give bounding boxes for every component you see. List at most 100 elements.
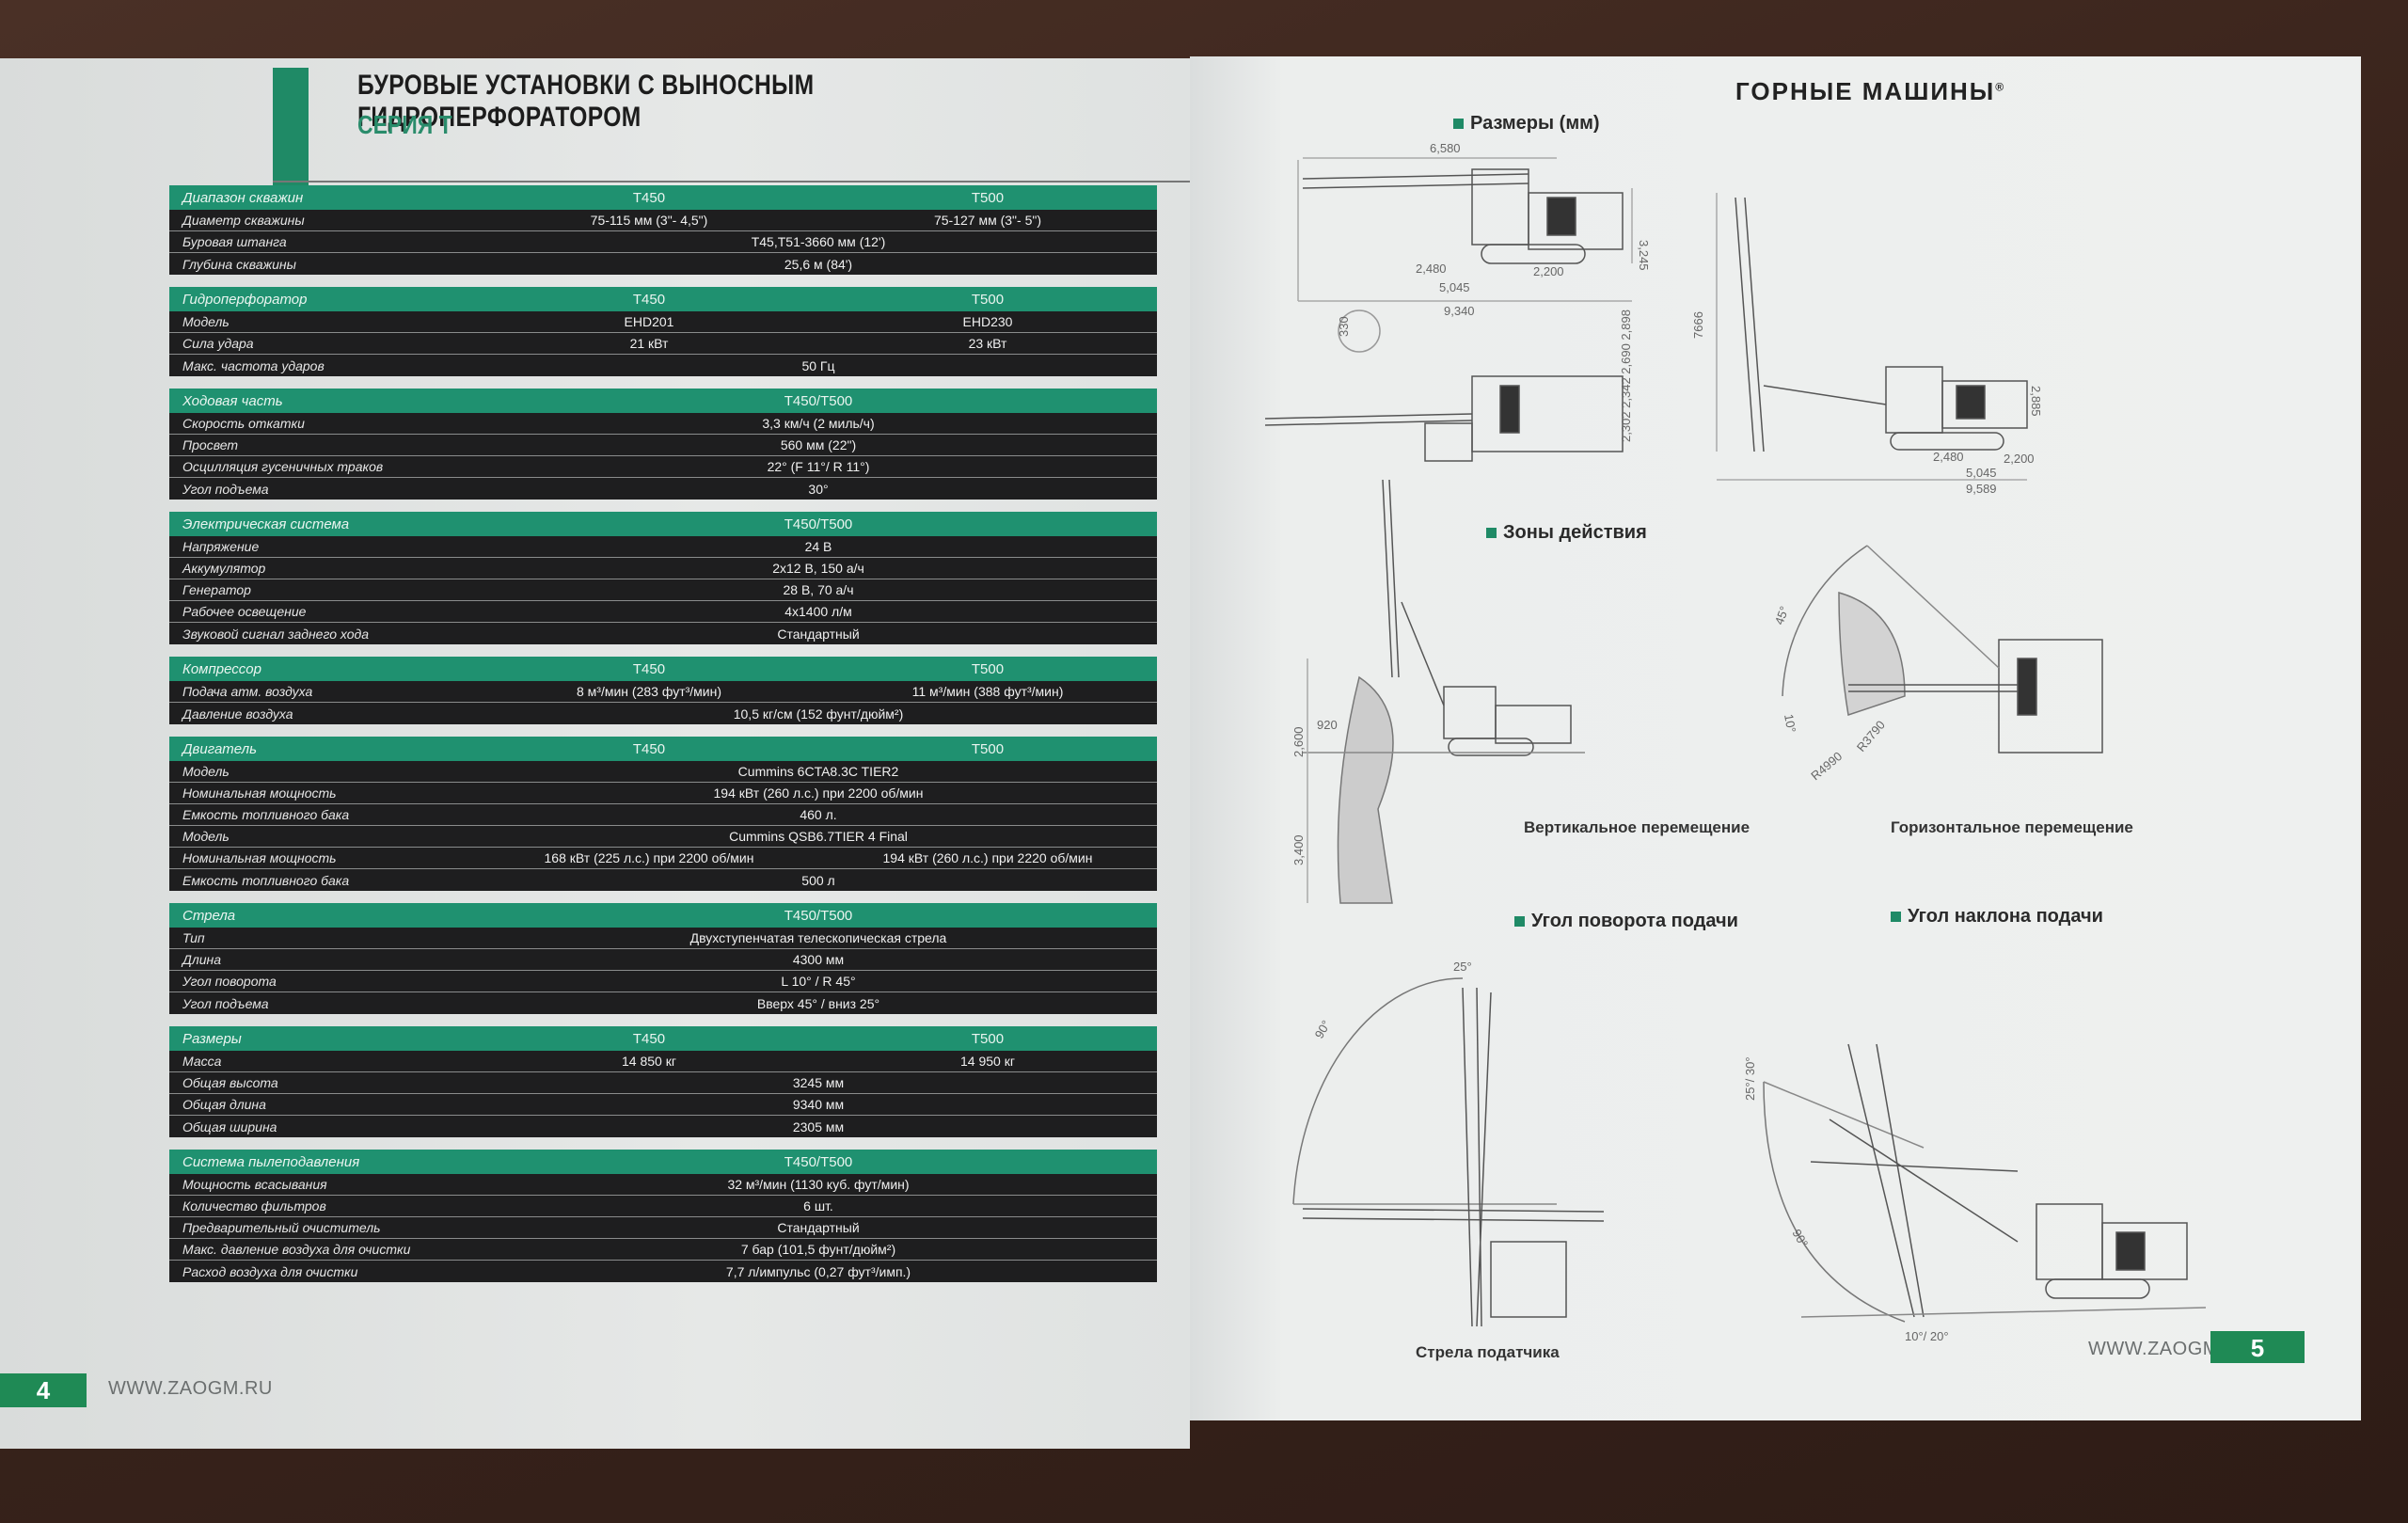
column-header: T500	[971, 189, 1005, 206]
dim-label: 2,480	[1416, 262, 1447, 276]
dim-label: 10°/ 20°	[1905, 1329, 1949, 1343]
spec-value: 30°	[808, 481, 829, 497]
spec-value: 23 кВт	[968, 336, 1007, 351]
spec-label: Осцилляция гусеничных траков	[182, 459, 384, 474]
spec-value: 4x1400 л/м	[784, 604, 852, 619]
spec-value: 2x12 В, 150 а/ч	[772, 561, 864, 576]
dim-label: 25°	[1453, 960, 1472, 974]
spec-value: 22° (F 11°/ R 11°)	[767, 459, 870, 474]
section-title: Размеры	[182, 1030, 242, 1047]
page-number: 4	[0, 1373, 87, 1407]
spec-value: 8 м³/мин (283 фут³/мин)	[577, 684, 721, 699]
spec-value: 194 кВт (260 л.с.) при 2220 об/мин	[882, 850, 1093, 865]
spec-label: Предварительный очиститель	[182, 1220, 381, 1235]
caption-horizontal: Горизонтальное перемещение	[1891, 818, 2133, 836]
swing-angle-drawing	[1292, 977, 1605, 1327]
spec-value: Стандартный	[777, 1220, 860, 1235]
tilt-angle-drawing	[1763, 1043, 2207, 1323]
bullet-square-icon	[1486, 528, 1497, 538]
spec-label: Модель	[182, 314, 230, 329]
page-number: 5	[2210, 1331, 2305, 1363]
column-header: T450	[632, 189, 666, 206]
column-header: T450	[632, 740, 666, 757]
heading-text: Угол поворота подачи	[1531, 911, 1738, 931]
column-header: T500	[971, 291, 1005, 308]
spec-value: 14 950 кг	[960, 1054, 1015, 1069]
spec-label: Общая длина	[182, 1097, 266, 1112]
spec-row: Тип Двухступенчатая телескопическая стрел…	[169, 928, 1157, 949]
caption-boom: Стрела податчика	[1416, 1343, 1560, 1361]
spec-row: Общая длина 9340 мм	[169, 1094, 1157, 1116]
spec-value: Двухступенчатая телескопическая стрела	[689, 930, 947, 945]
website-url: WWW.ZAOGM.RU	[108, 1378, 273, 1399]
dim-label: 7666	[1691, 311, 1705, 339]
section-header: Ходовая часть T450/T500	[169, 389, 1157, 413]
spec-label: Аккумулятор	[182, 561, 266, 576]
spec-label: Просвет	[182, 437, 239, 452]
spec-label: Емкость топливного бака	[182, 872, 350, 888]
spec-row: Номинальная мощность 168 кВт (225 л.с.) п…	[169, 848, 1157, 869]
spec-value: 21 кВт	[629, 336, 669, 351]
section-title: Ходовая часть	[182, 392, 283, 409]
spec-label: Тип	[182, 930, 205, 945]
spec-label: Угол поворота	[182, 974, 277, 989]
heading-text: Зоны действия	[1503, 522, 1647, 543]
horizontal-zone-drawing	[1782, 545, 2103, 754]
spec-label: Номинальная мощность	[182, 850, 337, 865]
column-header: T450/T500	[784, 907, 853, 924]
spec-value: 10,5 кг/см (152 фунт/дюйм²)	[733, 706, 904, 722]
spec-label: Генератор	[182, 582, 251, 597]
vertical-zone-drawing	[1303, 479, 1585, 904]
dim-label: 3,400	[1291, 834, 1306, 865]
bullet-square-icon	[1514, 916, 1525, 927]
top-view-drawing	[1264, 309, 1624, 462]
mast-view-drawing	[1716, 193, 2028, 481]
section-header: Диапазон скважин T450 T500	[169, 185, 1157, 210]
dim-label: 2,302 2,342 2,690 2,898	[1619, 309, 1633, 442]
dim-label: 5,045	[1966, 466, 1997, 480]
spec-value: 14 850 кг	[622, 1054, 676, 1069]
spec-value: 50 Гц	[801, 357, 835, 373]
column-header: T450	[632, 1030, 666, 1047]
spec-value: Cummins QSB6.7TIER 4 Final	[729, 829, 908, 844]
dim-label: R3790	[1854, 718, 1888, 754]
section-title: Электрическая система	[182, 516, 350, 532]
spec-label: Глубина скважины	[182, 256, 296, 272]
spec-value: 3245 мм	[792, 1075, 845, 1090]
column-header: T450	[632, 291, 666, 308]
section-title: Диапазон скважин	[182, 189, 304, 206]
spec-label: Номинальная мощность	[182, 785, 337, 801]
dim-label: 920	[1317, 718, 1338, 732]
section-title: Гидроперфоратор	[182, 291, 308, 308]
heading-text: Угол наклона подачи	[1908, 906, 2103, 927]
spec-value: 9340 мм	[792, 1097, 845, 1112]
spec-label: Длина	[182, 952, 222, 967]
spec-label: Модель	[182, 764, 230, 779]
spec-value: 168 кВт (225 л.с.) при 2200 об/мин	[544, 850, 754, 865]
heading-swing-angle: Угол поворота подачи	[1514, 911, 1738, 932]
dim-label: 3,245	[1637, 240, 1651, 271]
column-header: T450/T500	[784, 392, 853, 409]
dim-label: 9,589	[1966, 482, 1997, 496]
